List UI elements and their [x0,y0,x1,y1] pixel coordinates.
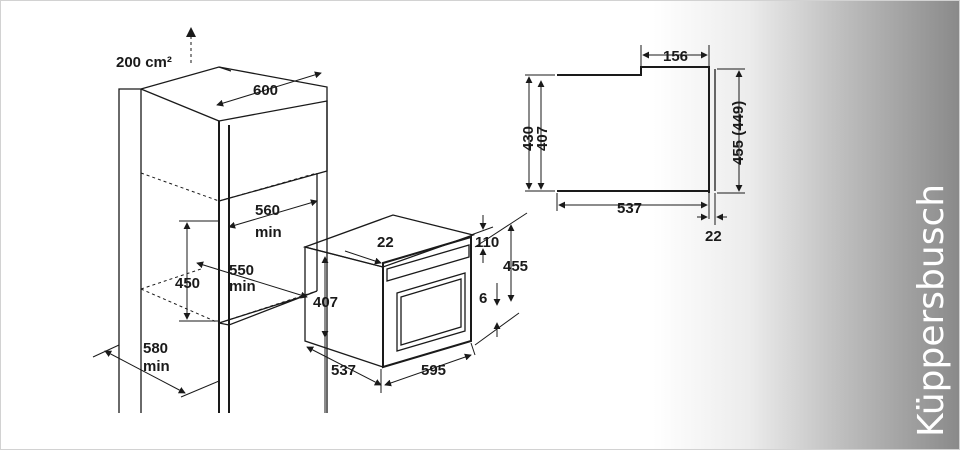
cabinet-niche-drawing [92,27,328,413]
dim-560-unit: min [255,224,282,241]
dim-560-line [228,199,318,229]
niche-hidden-top [140,172,220,202]
dim-156-label: 156 [663,48,688,65]
dim-600-line [216,71,322,107]
niche-hidden-bottom [140,288,220,324]
dim-595-label: 595 [421,362,446,379]
dim-580-unit: min [143,358,170,375]
dim-580-line [104,350,186,394]
cabinet-top-back [218,66,232,72]
ventilation-arrow-head [186,27,196,37]
dim-455-label: 455 [503,258,528,275]
dim-560-label: 560 [255,202,280,219]
dim-110-label: 110 [475,234,499,251]
dim-6-label: 6 [479,290,487,307]
dim-580-label: 580 [143,340,168,357]
oven-front [382,235,472,369]
dim-550-label: 550 [229,262,254,279]
niche-hidden-back-top [218,172,318,202]
side-view-body [557,66,710,192]
dim-537-line [306,346,382,386]
dim-22-line [344,250,382,265]
dim-430-label: 430 [520,126,537,151]
dim-595-line [384,353,472,387]
brand-logo: Küppersbusch [911,184,952,437]
lower-shelf [218,290,318,326]
dim-10-label: 10 [483,234,500,251]
dim-550-unit: min [229,278,256,295]
ventilation-label: 200 cm² [116,54,172,71]
niche-hidden-floor [140,268,202,290]
oven-drawing [302,212,528,413]
dim-455-side-label: 455 (449) [730,101,747,165]
oven-door-window [396,272,466,352]
oven-door-inner [400,278,462,346]
dim-537-side-label: 537 [617,200,642,217]
oven-control-panel [386,244,470,282]
dim-455-ext-top [474,212,528,248]
dim-22-side-label: 22 [705,228,722,245]
dim-450-label: 450 [175,275,200,292]
dim-600-label: 600 [253,82,278,99]
dim-595-ext [470,342,476,356]
dim-22-label: 22 [377,234,394,251]
dim-537-label: 537 [331,362,356,379]
dim-580-ext-right [180,380,220,398]
dim-550-line [196,261,308,299]
dim-407-label: 407 [313,294,338,311]
dim-580-ext-left [92,344,120,358]
dim-407-side-label: 407 [534,126,551,151]
side-view-drawing [525,45,745,225]
cabinet-top-edge [140,88,220,122]
dim-10-ext [470,226,494,236]
